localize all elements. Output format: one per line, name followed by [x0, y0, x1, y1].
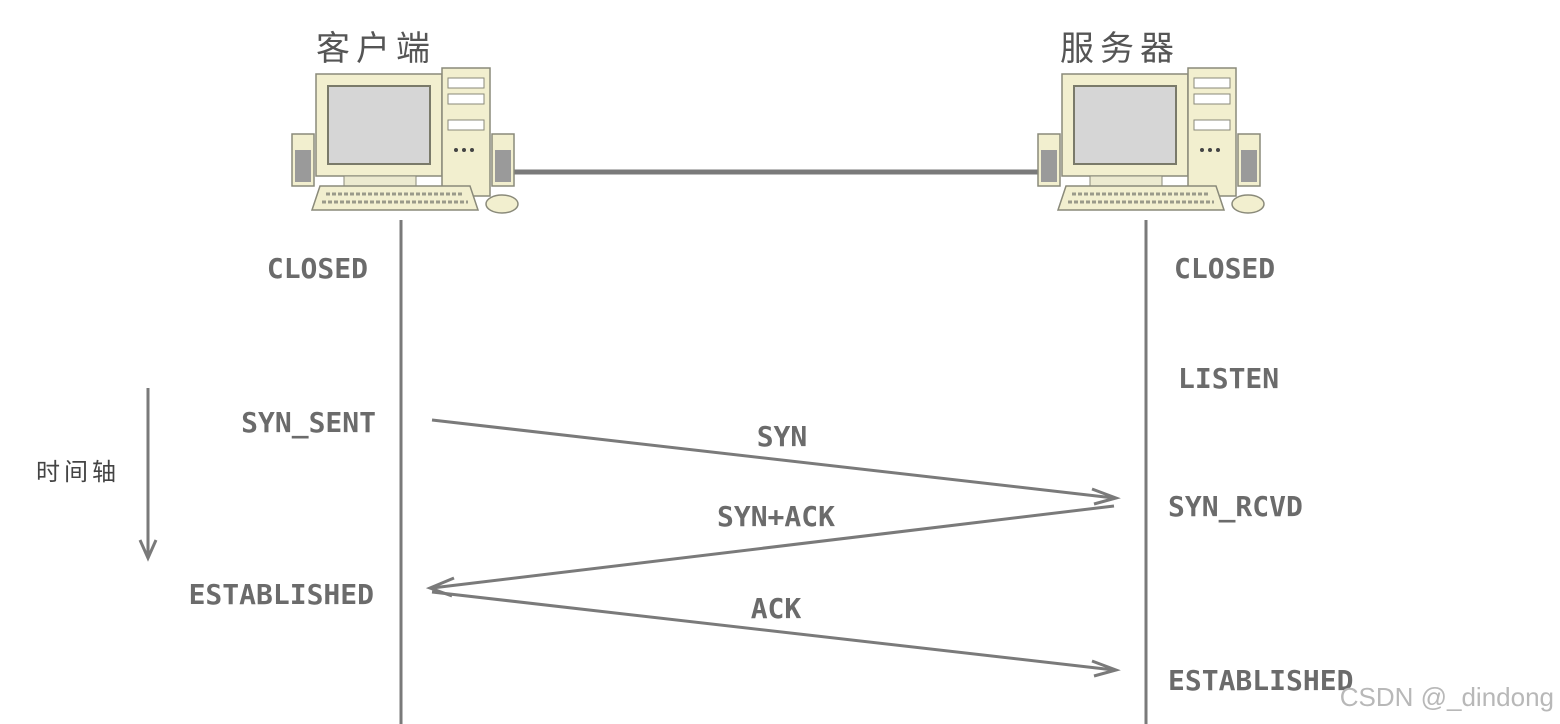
ack-label: ACK — [751, 592, 802, 625]
server-state-syn-rcvd: SYN_RCVD — [1168, 490, 1303, 523]
syn-arrow — [431, 418, 1121, 506]
client-computer-icon — [290, 66, 520, 215]
server-state-closed: CLOSED — [1174, 252, 1275, 285]
server-state-established: ESTABLISHED — [1168, 664, 1353, 697]
client-state-syn-sent: SYN_SENT — [241, 406, 376, 439]
server-computer-icon — [1036, 66, 1266, 215]
client-state-closed: CLOSED — [267, 252, 368, 285]
client-title: 客户端 — [316, 29, 436, 69]
syn-label: SYN — [757, 420, 808, 453]
time-axis-label: 时间轴 — [36, 458, 120, 486]
watermark: CSDN @_dindong — [1340, 682, 1554, 712]
client-state-established: ESTABLISHED — [189, 578, 374, 611]
server-state-listen: LISTEN — [1178, 362, 1279, 395]
ack-arrow — [431, 590, 1121, 678]
server-title: 服务器 — [1060, 29, 1180, 69]
time-axis-arrow — [138, 388, 158, 562]
syn-ack-label: SYN+ACK — [717, 500, 835, 533]
